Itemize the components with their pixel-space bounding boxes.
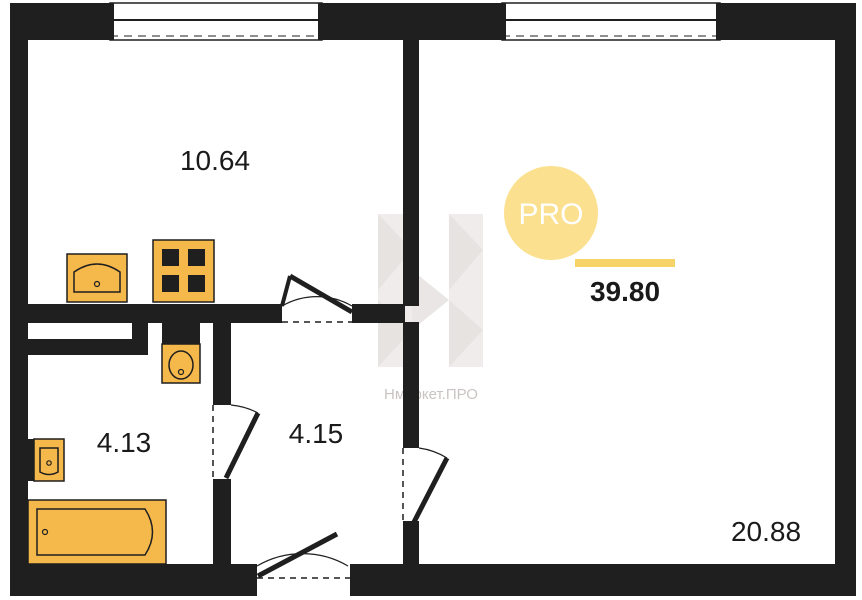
room-area-kitchen: 10.64 xyxy=(180,145,250,176)
room-area-living-room: 20.88 xyxy=(731,516,801,547)
total-area: 39.80 xyxy=(590,276,660,307)
watermark-logo xyxy=(378,214,483,367)
door xyxy=(278,273,356,323)
pro-badge xyxy=(504,166,598,260)
outer-walls xyxy=(10,3,856,596)
room-area-bathroom: 4.13 xyxy=(97,427,152,458)
kitchen-sink-icon xyxy=(66,253,128,303)
bathtub-icon xyxy=(27,499,167,565)
watermark-text: Нмаркет.ПРО xyxy=(384,386,478,403)
window xyxy=(109,2,323,41)
washbasin-icon xyxy=(28,438,65,482)
pro-badge-text: PRO xyxy=(518,198,583,231)
accent-bar xyxy=(575,259,675,267)
door xyxy=(253,531,354,596)
interior-walls xyxy=(26,37,419,566)
toilet-icon xyxy=(161,322,201,384)
stove-icon xyxy=(152,239,215,303)
room-area-hallway: 4.15 xyxy=(289,418,344,449)
door xyxy=(402,444,450,526)
door xyxy=(212,401,261,483)
window xyxy=(501,2,721,41)
